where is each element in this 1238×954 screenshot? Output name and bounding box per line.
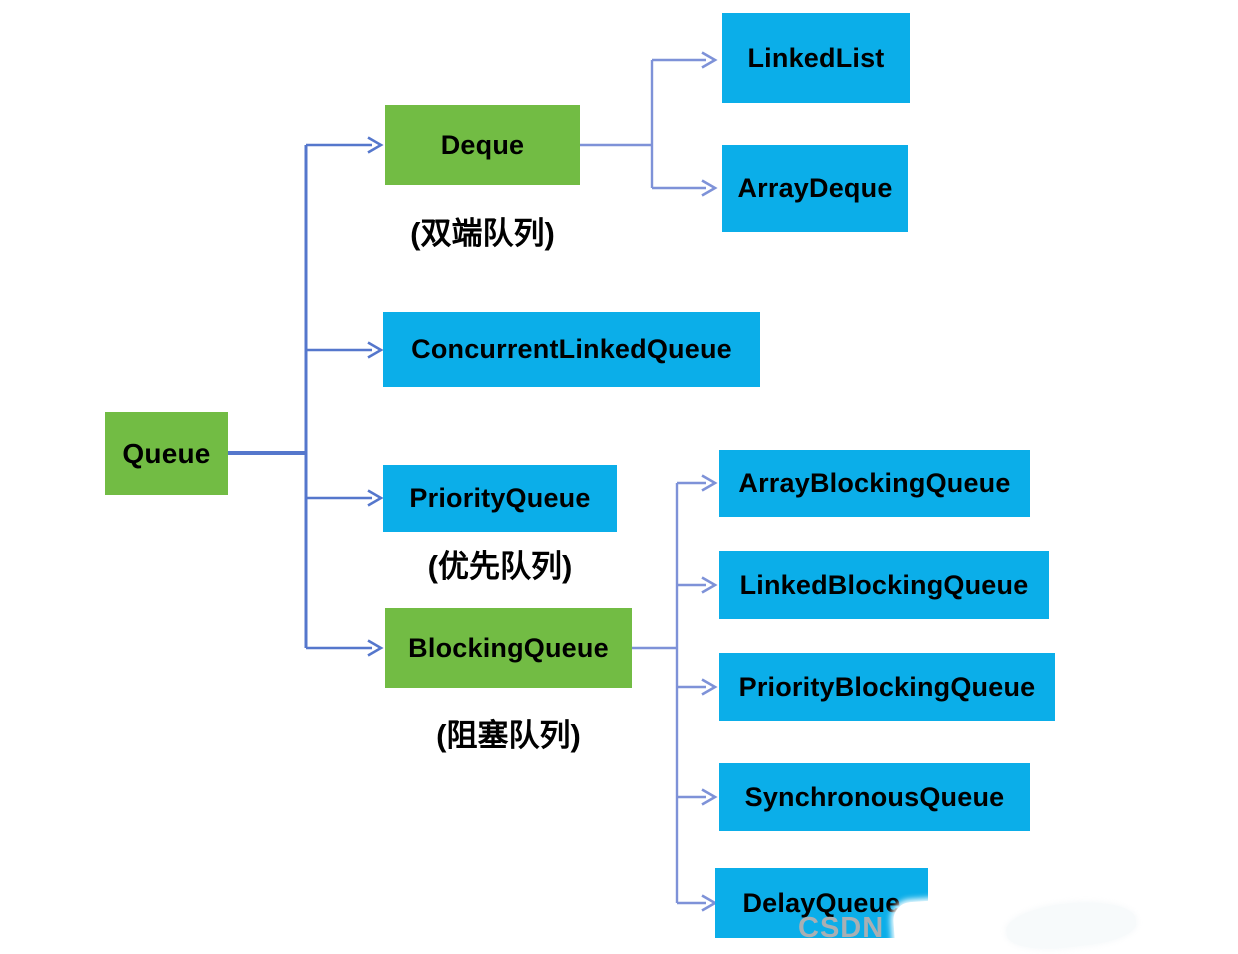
node-deque: Deque — [385, 105, 580, 185]
arrowhead-concurrentlinkedqueue — [367, 341, 384, 359]
node-linked-list: LinkedList — [722, 13, 910, 103]
caption-deque: (双端队列) — [410, 216, 555, 251]
caption-blocking-queue: (阻塞队列) — [436, 718, 581, 753]
edge-group-queue-trunk — [228, 136, 384, 657]
node-synchronous-queue: SynchronousQueue — [719, 763, 1030, 831]
node-priority-blocking-queue: PriorityBlockingQueue — [719, 653, 1055, 721]
edge-group-blockingqueue-children — [632, 474, 718, 912]
caption-priority-queue: (优先队列) — [427, 549, 573, 584]
node-delay-queue: DelayQueue — [715, 868, 928, 938]
edge-group-deque-children — [580, 51, 718, 197]
arrowhead-deque — [367, 136, 384, 154]
arrowhead-priorityblockingqueue — [701, 678, 718, 696]
arrowhead-synchronousqueue — [701, 788, 718, 806]
arrowhead-blockingqueue — [367, 639, 384, 657]
node-blocking-queue: BlockingQueue — [385, 608, 632, 688]
node-queue: Queue — [105, 412, 228, 495]
arrowhead-linkedlist — [701, 51, 718, 69]
arrowhead-priorityqueue — [367, 489, 384, 507]
node-priority-queue: PriorityQueue — [383, 465, 617, 532]
arrowhead-arrayblockingqueue — [701, 474, 718, 492]
watermark-blur-blob — [892, 894, 1018, 954]
node-array-blocking-queue: ArrayBlockingQueue — [719, 450, 1030, 517]
node-concurrent-linked-queue: ConcurrentLinkedQueue — [383, 312, 760, 387]
arrowhead-arraydeque — [701, 179, 718, 197]
arrowhead-linkedblockingqueue — [701, 576, 718, 594]
node-array-deque: ArrayDeque — [722, 145, 908, 232]
node-linked-blocking-queue: LinkedBlockingQueue — [719, 551, 1049, 619]
